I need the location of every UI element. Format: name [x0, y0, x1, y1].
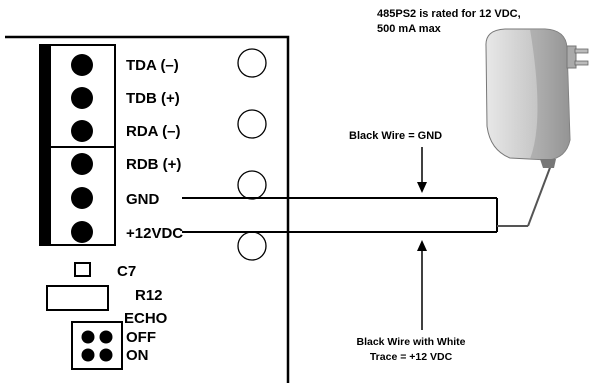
screw-terminal-rda	[71, 120, 93, 142]
positive-arrow	[417, 240, 427, 330]
adapter-rating-line1: 485PS2 is rated for 12 VDC,	[377, 8, 521, 20]
resistor-r12	[46, 285, 109, 311]
power-adapter	[485, 28, 589, 168]
label-tda: TDA (–)	[126, 57, 179, 74]
capacitor-c7	[74, 262, 91, 277]
circuit-board	[5, 35, 290, 383]
label-tdb: TDB (+)	[126, 90, 180, 107]
screw-terminal-tdb	[71, 87, 93, 109]
screw-terminal-gnd	[71, 187, 93, 209]
plug-prong	[574, 48, 589, 54]
terminal-block	[39, 44, 116, 246]
label-echo: ECHO	[124, 310, 168, 327]
adapter-cord	[497, 164, 552, 227]
positive-wire-note-line1: Black Wire with White	[356, 336, 465, 348]
screw-terminal-12vdc	[71, 221, 93, 243]
label-r12: R12	[135, 287, 163, 304]
label-rda: RDA (–)	[126, 123, 180, 140]
mounting-holes	[237, 48, 267, 261]
adapter-rating-line2: 500 mA max	[377, 23, 442, 35]
power-wires	[182, 197, 498, 233]
label-gnd: GND	[126, 191, 160, 208]
label-rdb: RDB (+)	[126, 156, 181, 173]
label-on: ON	[126, 347, 149, 364]
label-off: OFF	[126, 329, 156, 346]
gnd-arrow	[417, 147, 427, 193]
label-12vdc: +12VDC	[126, 225, 183, 242]
screw-terminal-tda	[71, 54, 93, 76]
positive-wire-note-line2: Trace = +12 VDC	[370, 351, 453, 363]
screw-terminal-rdb	[71, 153, 93, 175]
echo-jumper	[71, 321, 123, 370]
label-c7: C7	[117, 263, 136, 280]
gnd-wire-note: Black Wire = GND	[349, 130, 442, 142]
plug-prong	[574, 60, 589, 66]
